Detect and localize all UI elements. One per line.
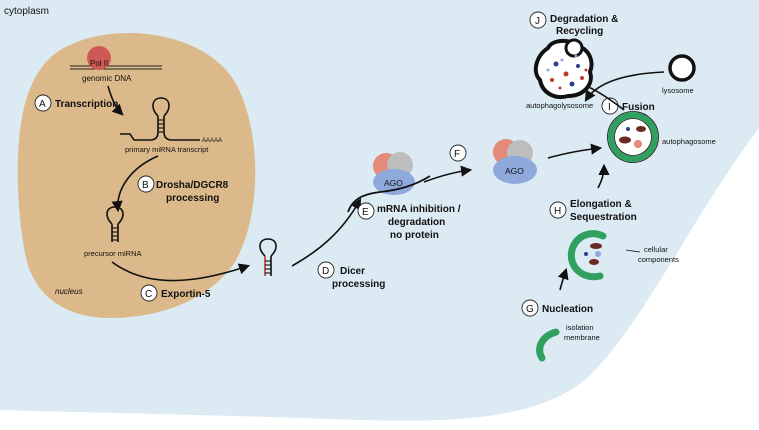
precursor-mirna-label: precursor miRNA [84, 249, 142, 258]
arrow-fusion [584, 71, 665, 102]
cellular-components-label-1: cellular [644, 245, 668, 254]
autophagolysosome-label: autophagolysosome [526, 101, 593, 110]
isolation-membrane [536, 328, 560, 362]
pol-ii-label: Pol II [90, 59, 108, 68]
arrow-transcription [107, 85, 124, 116]
step-j-label-1: Degradation & [550, 14, 618, 25]
precursor-mirna-cytoplasmic [259, 238, 277, 276]
ago-label-2: AGO [505, 166, 524, 176]
step-d-label-1: Dicer [340, 266, 365, 277]
arrow-export [111, 261, 251, 282]
lysosome-label: lysosome [662, 86, 694, 95]
step-c-label: Exportin-5 [161, 289, 211, 300]
arrow-dicer [291, 198, 362, 267]
arrow-to-autophagosome [547, 143, 603, 159]
step-b-label-1: Drosha/DGCR8 [156, 180, 229, 191]
step-d-letter: D [322, 266, 329, 277]
step-e-marker [357, 202, 375, 220]
ago-complex-mrna [347, 152, 431, 213]
step-b-label-2: processing [166, 193, 219, 204]
step-j-letter: J [535, 16, 540, 27]
step-d-label-2: processing [332, 279, 385, 290]
cellular-components-label-2: components [638, 255, 679, 264]
step-f-letter: F [454, 149, 460, 160]
step-d-marker [317, 261, 335, 279]
autophagosome-label: autophagosome [662, 137, 716, 146]
step-g-marker [521, 299, 539, 317]
step-e-label-2: degradation [388, 217, 445, 228]
step-b-letter: B [142, 180, 149, 191]
primary-transcript-label: primary miRNA transcript [125, 145, 209, 154]
step-g-label: Nucleation [542, 304, 593, 315]
step-a-marker [34, 94, 52, 112]
arrow-nucleation [557, 267, 569, 291]
precursor-mirna-nuclear [106, 206, 124, 242]
nucleus-label: nucleus [55, 287, 83, 296]
step-h-label-1: Elongation & [570, 199, 632, 210]
step-j-marker [529, 11, 547, 29]
step-e-label-1: mRNA inhibition / [377, 204, 461, 215]
ago-complex-free [493, 139, 537, 184]
poly-a-tail: AAAAA [202, 138, 222, 144]
step-b-marker [137, 175, 155, 193]
step-c-marker [140, 284, 158, 302]
arrow-to-f [423, 165, 473, 183]
isolation-membrane-label-2: membrane [564, 333, 600, 342]
step-h-marker [549, 201, 567, 219]
ago-label-1: AGO [384, 178, 403, 188]
step-j-label-2: Recycling [556, 26, 603, 37]
nucleus-region [17, 32, 256, 319]
isolation-membrane-label-1: isolation [566, 323, 594, 332]
primary-mirna-transcript [120, 97, 200, 141]
step-e-letter: E [362, 207, 369, 218]
step-h-letter: H [554, 206, 561, 217]
step-a-label: Transcription [55, 99, 118, 110]
autophagosome [607, 111, 659, 163]
step-e-label-3: no protein [390, 230, 439, 241]
step-h-label-2: Sequestration [570, 212, 637, 223]
step-g-letter: G [526, 304, 534, 315]
step-i-label: Fusion [622, 102, 655, 113]
step-i-letter: I [608, 102, 611, 113]
arrow-to-autophagosome-from-h [597, 163, 610, 189]
genomic-dna-label: genomic DNA [82, 74, 132, 83]
pol-ii-polymerase [87, 46, 111, 70]
phagophore-elongating [567, 230, 607, 281]
arrow-drosha [111, 155, 159, 213]
genomic-dna [70, 65, 162, 70]
step-c-letter: C [145, 289, 152, 300]
lysosome [668, 54, 696, 82]
cellular-components-pointer [625, 249, 641, 253]
autophagolysosome [533, 38, 594, 99]
cytoplasm-label: cytoplasm [4, 6, 49, 17]
step-a-letter: A [39, 99, 46, 110]
step-f-marker [449, 144, 467, 162]
